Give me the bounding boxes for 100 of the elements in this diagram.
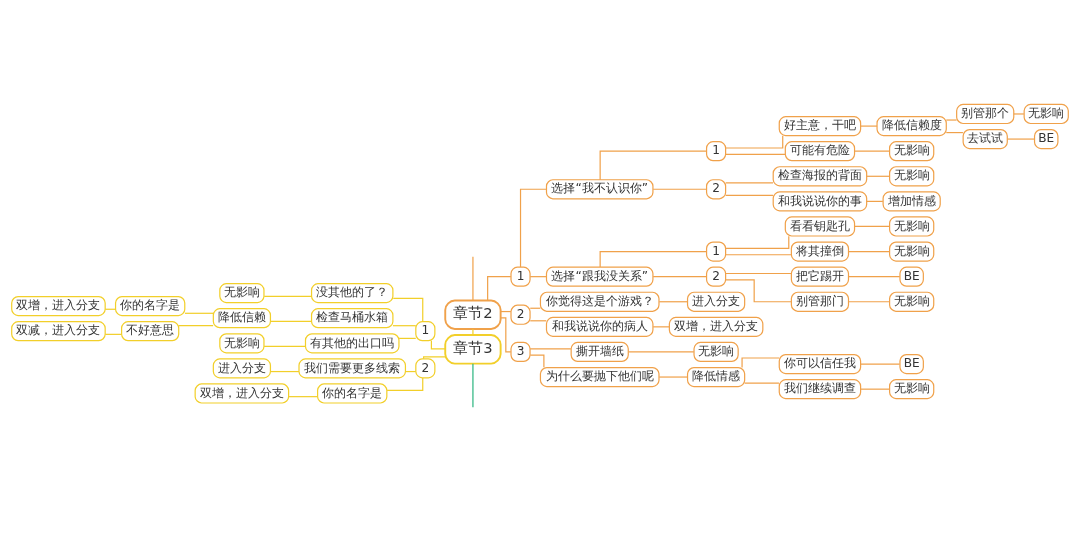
- node-box: 你觉得这是个游戏？: [539, 291, 660, 312]
- connector: [263, 295, 313, 297]
- connector: [386, 376, 424, 391]
- node-box: 别管那个: [956, 103, 1015, 124]
- node-box: 增加情感: [882, 190, 941, 211]
- node-box: BE: [899, 353, 924, 374]
- connector: [392, 297, 424, 322]
- node-box: 和我说说你的事: [772, 190, 868, 211]
- connector: [725, 253, 792, 255]
- connector: [529, 354, 545, 368]
- connector: [744, 382, 780, 384]
- connector: [529, 347, 572, 349]
- connector: [599, 250, 707, 268]
- node-box: 降低信赖: [212, 307, 272, 328]
- connector: [487, 275, 512, 301]
- connector: [599, 150, 707, 180]
- node-box: 进入分支: [212, 357, 272, 378]
- node-box: 和我说说你的病人: [545, 316, 654, 337]
- connector: [854, 150, 891, 152]
- connector: [178, 324, 214, 326]
- node-box: 有其他的出口吗: [304, 332, 400, 353]
- connector: [725, 272, 792, 274]
- node-box: 无影响: [1023, 103, 1069, 124]
- connector: [519, 188, 548, 268]
- connector: [627, 350, 695, 353]
- connector: [848, 275, 901, 277]
- node-box: 无影响: [693, 341, 739, 362]
- connector: [184, 312, 214, 314]
- node-box: 降低信赖度: [876, 115, 947, 136]
- connector: [430, 339, 446, 349]
- connector: [860, 125, 878, 127]
- connector: [500, 316, 512, 353]
- connector: [652, 325, 670, 327]
- connector: [725, 153, 786, 155]
- node-box: 无影响: [889, 378, 935, 399]
- connector: [1013, 112, 1025, 115]
- connector: [269, 370, 300, 372]
- node-box: 无影响: [219, 332, 265, 353]
- connector: [725, 278, 792, 302]
- node-box: 你的名字是: [317, 382, 388, 404]
- connector: [472, 255, 474, 301]
- node-box: 双增，进入分支: [194, 382, 290, 404]
- connector: [725, 134, 784, 149]
- node-box: 别管那门: [790, 291, 850, 312]
- node-box: BE: [1033, 128, 1059, 149]
- node-box: 看看钥匙孔: [784, 215, 856, 237]
- connector: [288, 395, 318, 397]
- node-box: 检查海报的背面: [772, 165, 868, 186]
- connector: [725, 181, 774, 183]
- connector: [945, 118, 958, 121]
- node-box: 将其撞倒: [790, 240, 850, 262]
- connector: [652, 188, 708, 190]
- node-box: 可能有危险: [784, 140, 856, 161]
- connector: [741, 356, 780, 368]
- connector: [423, 355, 446, 359]
- node-box: 无影响: [889, 240, 935, 262]
- node-box: 去试试: [962, 128, 1008, 149]
- node-box: 无影响: [889, 165, 935, 186]
- connector: [472, 362, 474, 408]
- node-box: 你的名字是: [114, 295, 186, 316]
- node-box: 撕开墙纸: [570, 341, 629, 362]
- connector: [652, 275, 708, 277]
- node-box: 降低情感: [686, 366, 746, 387]
- connector: [658, 375, 689, 378]
- connector: [472, 328, 474, 336]
- connector: [725, 235, 790, 249]
- node-box: 章节2: [444, 299, 502, 330]
- node-box: 双增，进入分支: [668, 316, 764, 337]
- node-box: 进入分支: [686, 291, 746, 312]
- node-box: BE: [899, 266, 924, 287]
- node-box: 我们继续调查: [778, 378, 862, 399]
- connector: [725, 194, 774, 196]
- connector: [854, 225, 891, 227]
- node-box: 无影响: [889, 291, 935, 312]
- node-box: 把它踢开: [790, 266, 850, 287]
- connector: [658, 300, 689, 302]
- connector: [860, 362, 901, 365]
- node-box: 没其他的了？: [310, 282, 394, 303]
- node-box: 你可以信任我: [778, 353, 862, 374]
- connector: [866, 175, 890, 177]
- node-box: 不好意思: [121, 320, 180, 341]
- connector: [848, 300, 890, 302]
- node-box: 双增，进入分支: [11, 295, 106, 316]
- connector: [860, 388, 890, 390]
- node-box: 检查马桶水箱: [310, 307, 394, 328]
- node-box: 选择“我不认识你”: [545, 178, 654, 199]
- connector: [392, 324, 417, 326]
- connector: [848, 250, 890, 252]
- node-box: 好主意，干吧: [778, 115, 862, 136]
- connector: [270, 320, 313, 322]
- node-box: 为什么要抛下他们呢: [539, 366, 660, 387]
- node-box: 章节3: [444, 333, 502, 365]
- node-box: 选择“跟我没关系”: [545, 266, 654, 287]
- node-box: 无影响: [889, 215, 935, 237]
- node-box: 无影响: [889, 140, 935, 161]
- node-box: 双减，进入分支: [11, 320, 106, 341]
- connector: [263, 345, 307, 347]
- node-box: 无影响: [219, 282, 265, 303]
- node-box: 我们需要更多线索: [298, 357, 407, 378]
- connector: [1006, 137, 1036, 140]
